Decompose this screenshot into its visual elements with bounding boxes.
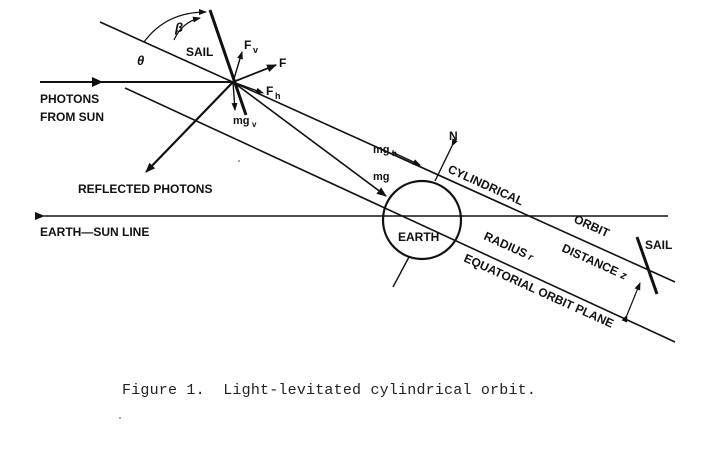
fh-label: F	[266, 84, 273, 98]
photons-arrowhead	[92, 77, 103, 87]
distance-label: DISTANCEz	[560, 241, 630, 283]
beta-label: β	[174, 20, 183, 35]
reflected-photons-arrow	[145, 81, 234, 173]
photons-label-line1: PHOTONS	[40, 92, 99, 106]
force-f-arrow	[232, 64, 277, 83]
scan-speck	[238, 160, 240, 162]
cylindrical-label: CYLINDRICAL	[446, 162, 526, 208]
force-fh-arrow	[232, 81, 264, 94]
equatorial-orbit-plane-line	[124, 87, 676, 343]
force-mgh-arrow	[391, 151, 421, 166]
fv-label: F	[244, 38, 251, 52]
sail-top-label: SAIL	[186, 45, 213, 59]
force-fv-arrow	[232, 51, 243, 83]
reflected-photons-label: REFLECTED PHOTONS	[78, 182, 212, 196]
fh-subscript: h	[275, 91, 281, 101]
theta-arc	[143, 9, 207, 43]
earth-axis-bottom	[392, 256, 410, 288]
gravity-mg-arrow	[232, 81, 387, 197]
photons-label-line2: FROM SUN	[40, 110, 104, 124]
mgh-label: mg	[373, 144, 390, 156]
mgh-subscript: h	[392, 149, 397, 158]
beta-arc	[173, 16, 201, 41]
figure-caption: Figure 1. Light-levitated cylindrical or…	[122, 382, 537, 399]
force-mgv-arrow	[231, 81, 238, 111]
n-label: N	[449, 129, 458, 143]
mg-label: mg	[373, 171, 390, 183]
earth-sun-line-label: EARTH—SUN LINE	[40, 225, 149, 239]
radius-label: RADIUSr	[482, 229, 537, 264]
sail-left	[208, 9, 248, 116]
mgv-label: mg	[233, 115, 250, 127]
distance-z-arrow	[621, 282, 641, 323]
scan-speck	[119, 417, 121, 419]
earth-circle	[381, 179, 463, 261]
sail-right-label: SAIL	[645, 238, 672, 252]
mgv-subscript: v	[252, 120, 257, 129]
f-label: F	[279, 56, 286, 70]
theta-label: θ	[137, 53, 144, 68]
cylindrical-orbit-line	[99, 21, 676, 283]
fv-subscript: v	[253, 45, 258, 55]
earth-label: EARTH	[398, 230, 439, 244]
sail-right	[635, 236, 659, 295]
earth-axis-top	[434, 138, 458, 182]
